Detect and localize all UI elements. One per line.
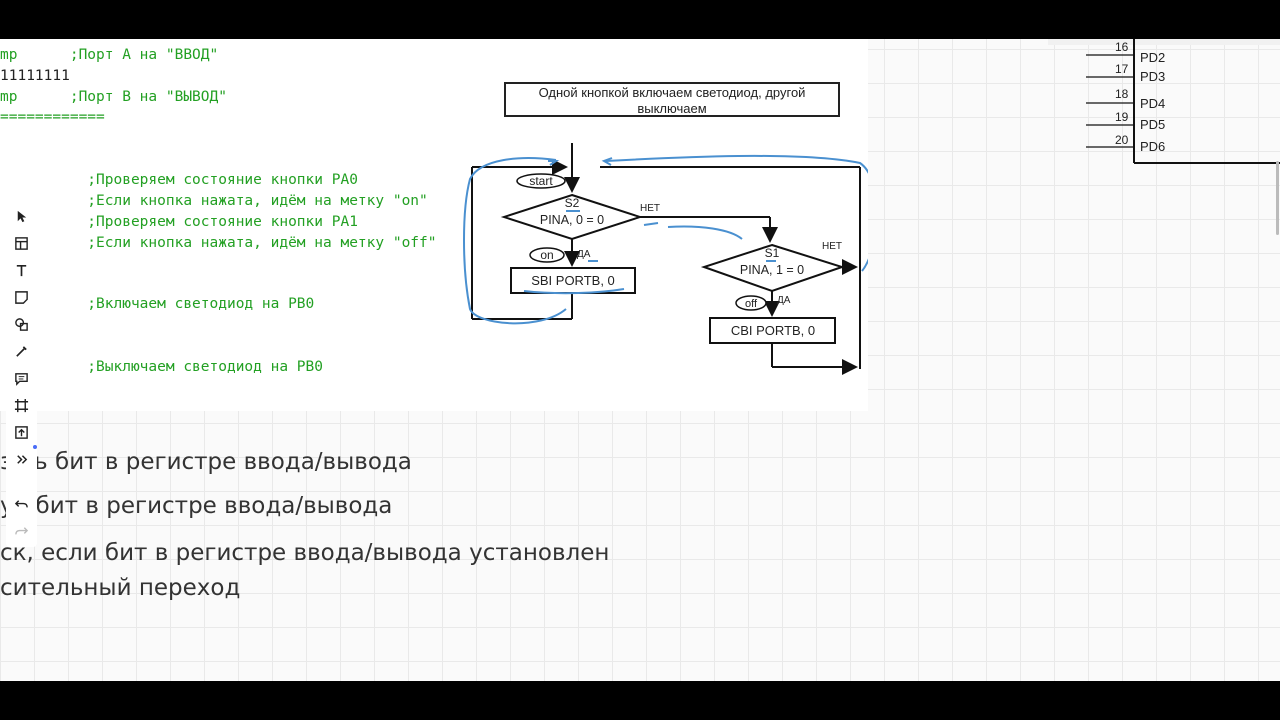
pin-number: 17	[1115, 62, 1129, 76]
upload-icon[interactable]	[10, 421, 33, 443]
code-line: mp ;Порт A на "ВВОД"	[0, 47, 219, 63]
off-label: off	[745, 298, 758, 310]
pin-number: 19	[1115, 110, 1129, 124]
code-line: ;Проверяем состояние кнопки PA1	[0, 214, 358, 230]
s1-condition: PINA, 1 = 0	[740, 263, 804, 277]
pin-number: 16	[1115, 40, 1129, 54]
flowchart-title: Одной кнопкой включаем светодиод, другой…	[504, 82, 840, 117]
pin-label: PD3	[1140, 69, 1165, 84]
text-icon[interactable]	[10, 259, 33, 281]
pin-label: PD5	[1140, 117, 1165, 132]
code-line: 11111111	[0, 68, 70, 84]
code-line: ;Включаем светодиод на PB0	[0, 296, 315, 312]
comment-icon[interactable]	[10, 367, 33, 389]
annotation-arrowhead	[601, 157, 613, 166]
s1-label: S1	[765, 246, 780, 260]
s2-condition: PINA, 0 = 0	[540, 213, 604, 227]
no-label-2: НЕТ	[822, 241, 842, 252]
s2-label: S2	[565, 196, 580, 210]
annotation-stroke	[605, 154, 868, 272]
sticky-note-icon[interactable]	[10, 286, 33, 308]
code-line: ;Если кнопка нажата, идём на метку "on"	[0, 193, 428, 209]
pin-label: PD2	[1140, 50, 1165, 65]
cbi-box	[709, 317, 836, 344]
sbi-label: SBI PORTB, 0	[531, 273, 615, 288]
code-line: ;Выключаем светодиод на PB0	[0, 359, 324, 375]
notification-dot	[33, 445, 37, 449]
flowchart: start S2 PINA, 0 = 0 НЕТ ДА on SBI PORTB…	[463, 143, 868, 375]
left-toolbar	[6, 197, 37, 547]
template-icon[interactable]	[10, 232, 33, 254]
start-label: start	[529, 174, 553, 188]
code-line: ;Проверяем состояние кнопки PA0	[0, 172, 358, 188]
annotation-stroke	[643, 222, 743, 240]
on-oval	[529, 247, 565, 263]
note-line: з ь бит в регистре ввода/вывода	[0, 449, 412, 475]
note-line: ск, если бит в регистре ввода/вывода уст…	[0, 540, 610, 566]
cbi-label: CBI PORTB, 0	[731, 323, 815, 338]
pin-diagram: 16 PD2 17 PD3 18 PD4 19 PD5 20 PD6	[1086, 39, 1280, 164]
sbi-box	[510, 267, 636, 294]
annotation-stroke	[463, 157, 567, 325]
code-image-panel[interactable]: mp ;Порт A на "ВВОД" 11111111 mp ;Порт B…	[0, 39, 868, 411]
annotation-arrowhead	[548, 160, 560, 166]
note-line: у бит в регистре ввода/вывода	[0, 493, 393, 519]
start-oval	[516, 173, 566, 189]
pin-label: PD4	[1140, 96, 1165, 111]
pen-icon[interactable]	[10, 340, 33, 362]
pin-label: PD6	[1140, 139, 1165, 154]
handwritten-annotation	[463, 154, 868, 325]
annotation-underline	[566, 210, 776, 262]
shapes-icon[interactable]	[10, 313, 33, 335]
no-label: НЕТ	[640, 203, 660, 214]
frame-icon[interactable]	[10, 394, 33, 416]
whiteboard-canvas[interactable]: mp ;Порт A на "ВВОД" 11111111 mp ;Порт B…	[0, 39, 1280, 681]
note-line: сительный переход	[0, 575, 241, 601]
code-line: ;Если кнопка нажата, идём на метку "off"	[0, 235, 437, 251]
redo-icon[interactable]	[10, 520, 33, 542]
code-line: ============	[0, 109, 105, 125]
vertical-scrollbar[interactable]	[1276, 161, 1279, 235]
annotation-stroke	[523, 288, 625, 295]
on-label: on	[540, 248, 553, 262]
pin-number: 20	[1115, 133, 1129, 147]
off-oval	[735, 295, 767, 311]
pin-number: 18	[1115, 87, 1129, 101]
board-header-fragment-right	[1048, 39, 1280, 45]
code-line: mp ;Порт B на "ВЫВОД"	[0, 89, 227, 105]
more-icon[interactable]	[10, 448, 33, 470]
undo-icon[interactable]	[10, 493, 33, 515]
yes-label-2: ДА	[777, 295, 791, 306]
yes-label: ДА	[577, 249, 591, 260]
select-icon[interactable]	[10, 205, 33, 227]
